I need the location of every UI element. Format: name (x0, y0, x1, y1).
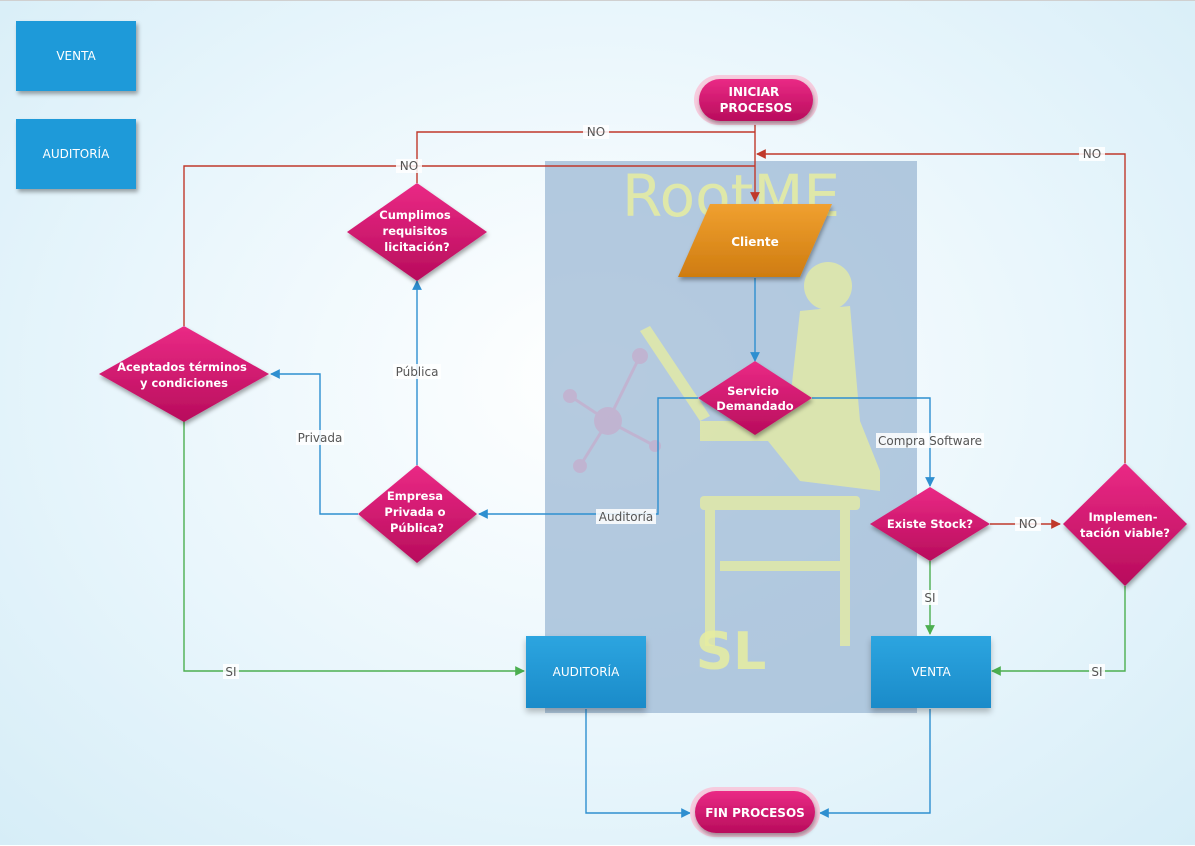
watermark-network (563, 348, 661, 473)
requisitos-line-2: requisitos (383, 224, 448, 238)
edge-servicio-empresa (478, 397, 698, 519)
node-terminos: Aceptados términos y condiciones (99, 326, 269, 422)
label-si-impl: SI (1091, 665, 1102, 679)
svg-text:INICIAR PROCESOS: INICIAR PROCESOS (720, 85, 793, 115)
label-no-stock: NO (1019, 517, 1037, 531)
servicio-line-2: Demandado (716, 399, 793, 413)
empresa-line-3: Pública? (390, 521, 444, 535)
servicio-line-1: Servicio (727, 384, 779, 398)
svg-text:Servicio Demandado: Servicio Demandado (716, 384, 793, 413)
edge-auditoria-fin (585, 709, 691, 818)
stock-label: Existe Stock? (887, 517, 973, 531)
impl-line-2: tación viable? (1080, 526, 1170, 540)
end-label: FIN PROCESOS (705, 806, 805, 820)
legend-venta: VENTA (16, 21, 136, 91)
label-publica: Pública (396, 365, 439, 379)
watermark-figure (640, 262, 880, 646)
edge-impl-si (991, 586, 1126, 676)
requisitos-line-3: licitación? (384, 240, 449, 254)
empresa-line-2: Privada o (384, 505, 445, 519)
edge-terminos-si (183, 421, 525, 676)
watermark-subtitle: SL (696, 622, 767, 682)
node-implementacion: Implemen- tación viable? (1063, 463, 1187, 586)
watermark: RootME SL (545, 161, 917, 713)
legend-auditoria-label: AUDITORÍA (42, 147, 110, 161)
node-cliente: Cliente (678, 204, 832, 277)
edge-terminos-no (183, 165, 755, 326)
node-requisitos: Cumplimos requisitos licitación? (347, 183, 487, 281)
label-privada: Privada (298, 431, 343, 445)
edge-servicio-stock (812, 397, 935, 487)
terminos-line-1: Aceptados términos (117, 360, 247, 374)
legend-venta-label: VENTA (56, 49, 96, 63)
node-stock: Existe Stock? (870, 487, 990, 561)
node-end: FIN PROCESOS (690, 787, 820, 837)
node-auditoria-box: AUDITORÍA (526, 636, 646, 708)
legend-auditoria: AUDITORÍA (16, 119, 136, 189)
svg-text:Empresa Privada o: Empresa Privada o Pública? (384, 489, 449, 535)
svg-text:Implemen- tación viabl: Implemen- tación viable? (1080, 510, 1170, 540)
edge-impl-no (756, 149, 1126, 463)
node-empresa: Empresa Privada o Pública? (358, 465, 477, 563)
start-line-2: PROCESOS (720, 101, 793, 115)
label-no-top: NO (587, 125, 605, 139)
node-venta-box: VENTA (871, 636, 991, 708)
node-servicio: Servicio Demandado (698, 361, 812, 435)
edge-venta-fin (819, 709, 931, 818)
label-si-stock: SI (924, 591, 935, 605)
cliente-label: Cliente (731, 235, 779, 249)
svg-text:Aceptados términos y c: Aceptados términos y condiciones (117, 360, 251, 390)
label-auditoria: Auditoría (599, 510, 653, 524)
requisitos-line-1: Cumplimos (379, 208, 451, 222)
label-no-right: NO (1083, 147, 1101, 161)
node-start: INICIAR PROCESOS (694, 75, 818, 125)
svg-text:Cumplimos requisitos: Cumplimos requisitos licitación? (379, 208, 454, 254)
terminos-line-2: y condiciones (140, 376, 228, 390)
impl-line-1: Implemen- (1089, 510, 1158, 524)
venta-box-label: VENTA (911, 665, 951, 679)
auditoria-box-label: AUDITORÍA (552, 665, 620, 679)
empresa-line-1: Empresa (387, 489, 443, 503)
label-si-terms: SI (225, 665, 236, 679)
start-line-1: INICIAR (729, 85, 780, 99)
label-no-left: NO (400, 159, 418, 173)
label-compra: Compra Software (878, 434, 982, 448)
